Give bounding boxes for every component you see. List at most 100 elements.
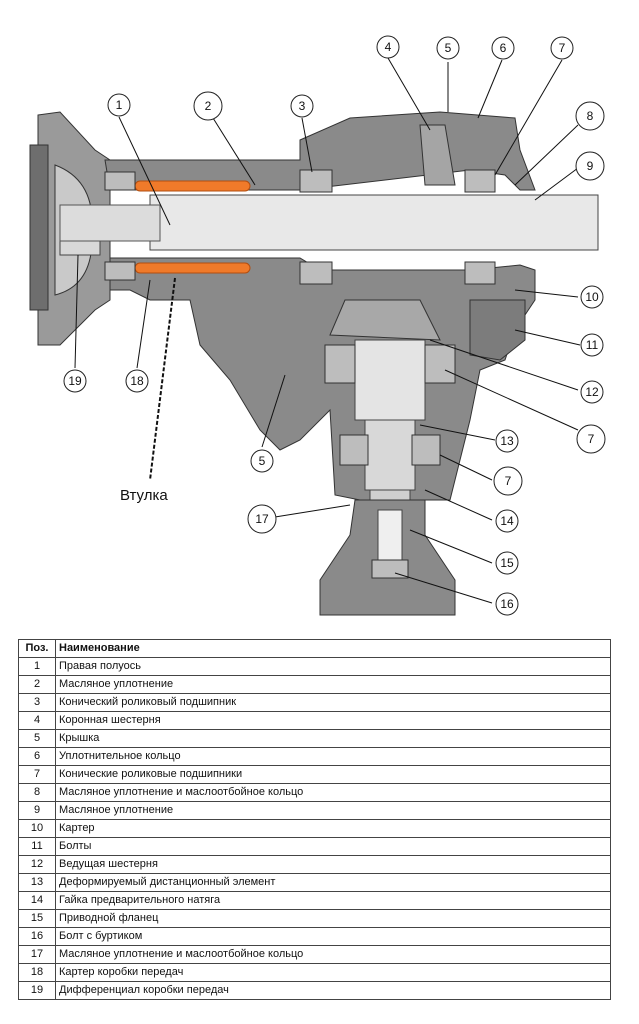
row-name: Деформируемый дистанционный элемент <box>55 873 611 892</box>
callout-number: 17 <box>255 512 269 526</box>
callout-ring <box>550 36 574 60</box>
callout-ring <box>107 93 131 117</box>
row-name: Конические роликовые подшипники <box>55 765 611 784</box>
row-name: Болт с буртиком <box>55 927 611 946</box>
row-name: Картер <box>55 819 611 838</box>
callout-12: 12 <box>580 380 604 404</box>
callout-ring <box>290 94 314 118</box>
callout-ring <box>576 424 606 454</box>
callout-number: 7 <box>505 474 512 488</box>
row-position: 1 <box>18 657 56 676</box>
callout-number: 9 <box>587 159 594 173</box>
bushing-lower <box>134 262 251 274</box>
row-position: 9 <box>18 801 56 820</box>
callout-19: 19 <box>63 369 87 393</box>
row-position: 12 <box>18 855 56 874</box>
callout-ring <box>491 36 515 60</box>
row-name: Ведущая шестерня <box>55 855 611 874</box>
row-position: 15 <box>18 909 56 928</box>
callout-8: 8 <box>575 101 605 131</box>
row-name: Масляное уплотнение и маслоотбойное коль… <box>55 945 611 964</box>
callout-ring <box>575 151 605 181</box>
row-name: Правая полуось <box>55 657 611 676</box>
row-position: 7 <box>18 765 56 784</box>
row-name: Приводной фланец <box>55 909 611 928</box>
header-name: Наименование <box>55 639 611 658</box>
row-name: Масляное уплотнение <box>55 675 611 694</box>
row-position: 2 <box>18 675 56 694</box>
callout-number: 14 <box>500 514 514 528</box>
callout-number: 15 <box>500 556 514 570</box>
callout-number: 5 <box>259 454 266 468</box>
right-half-shaft <box>149 194 599 251</box>
callout-10: 10 <box>580 285 604 309</box>
callout-number: 19 <box>68 374 82 388</box>
callout-5: 5 <box>250 449 274 473</box>
callout-6: 6 <box>491 36 515 60</box>
callout-number: 10 <box>585 290 599 304</box>
callout-ring <box>495 509 519 533</box>
callout-ring <box>580 333 604 357</box>
row-position: 11 <box>18 837 56 856</box>
callout-15: 15 <box>495 551 519 575</box>
row-position: 3 <box>18 693 56 712</box>
tapered-roller-bearings <box>104 169 496 285</box>
callout-ring <box>575 101 605 131</box>
callout-number: 13 <box>500 434 514 448</box>
callout-1: 1 <box>107 93 131 117</box>
callout-ring <box>63 369 87 393</box>
crown-gear <box>329 299 441 341</box>
callout-ring <box>436 36 460 60</box>
header-position: Поз. <box>18 639 56 658</box>
row-name: Крышка <box>55 729 611 748</box>
callout-number: 18 <box>130 374 144 388</box>
row-name: Дифференциал коробки передач <box>55 981 611 1000</box>
parts-table-header: Поз. Наименование <box>18 639 611 658</box>
callout-5: 5 <box>436 36 460 60</box>
callout-ring <box>495 592 519 616</box>
callout-9: 9 <box>575 151 605 181</box>
row-name: Болты <box>55 837 611 856</box>
row-name: Масляное уплотнение <box>55 801 611 820</box>
callout-ring <box>495 429 519 453</box>
row-position: 8 <box>18 783 56 802</box>
callout-ring <box>193 91 223 121</box>
callout-number: 4 <box>385 40 392 54</box>
callout-number: 5 <box>445 41 452 55</box>
callout-7: 7 <box>550 36 574 60</box>
row-name: Уплотнительное кольцо <box>55 747 611 766</box>
callout-18: 18 <box>125 369 149 393</box>
callout-number: 12 <box>585 385 599 399</box>
row-name: Картер коробки передач <box>55 963 611 982</box>
callout-number: 8 <box>587 109 594 123</box>
row-position: 14 <box>18 891 56 910</box>
callout-number: 11 <box>586 338 599 352</box>
row-position: 4 <box>18 711 56 730</box>
callout-number: 16 <box>500 597 514 611</box>
callout-11: 11 <box>580 333 604 357</box>
callout-number: 3 <box>299 99 306 113</box>
callout-number: 2 <box>205 99 212 113</box>
callout-ring <box>493 466 523 496</box>
row-position: 16 <box>18 927 56 946</box>
callout-number: 7 <box>588 432 595 446</box>
callout-ring <box>580 380 604 404</box>
callout-2: 2 <box>193 91 223 121</box>
callout-ring <box>250 449 274 473</box>
row-position: 13 <box>18 873 56 892</box>
row-name: Гайка предварительного натяга <box>55 891 611 910</box>
